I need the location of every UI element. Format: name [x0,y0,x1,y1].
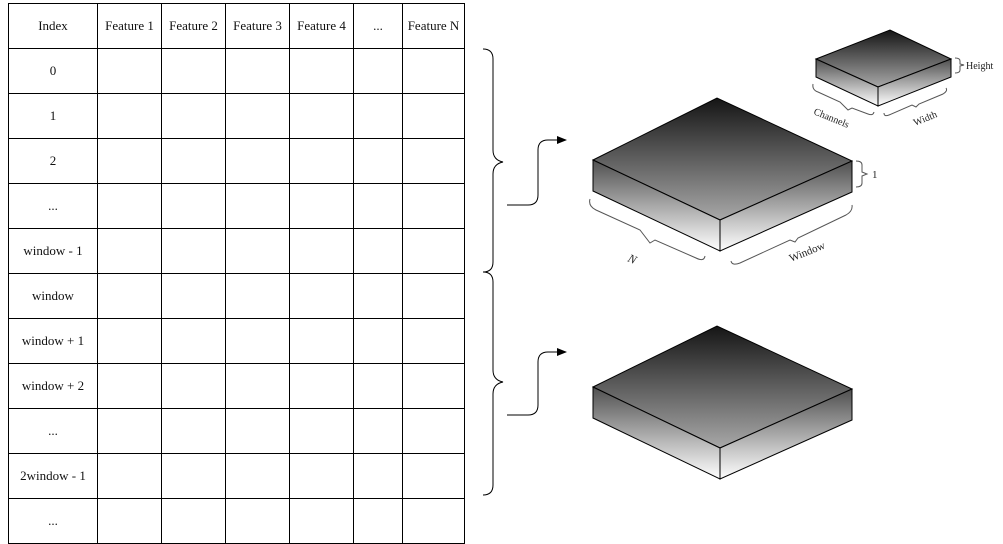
index-cell: 0 [8,48,98,94]
table-row: window + 2 [8,363,465,409]
table-row: 1 [8,93,465,139]
feature-cell [402,93,465,139]
feature-cell [225,318,290,364]
feature-cell [289,498,354,544]
feature-cell [161,273,226,319]
feature-cell [353,183,403,229]
feature-cell [289,183,354,229]
feature-cell [225,183,290,229]
feature-cell [97,498,162,544]
feature-cell [353,498,403,544]
feature-cell [97,138,162,184]
channels-label: Channels [812,107,851,131]
feature-cell [289,363,354,409]
brace-window-2 [482,271,504,496]
feature-cell [161,363,226,409]
table-row: window - 1 [8,228,465,274]
table-row: ... [8,498,465,544]
n-label: N [625,251,640,268]
index-cell: ... [8,498,98,544]
feature-cell [289,408,354,454]
feature-cell [402,363,465,409]
feature-cell [353,363,403,409]
depth-brace [855,160,869,188]
feature-cell [402,408,465,454]
feature-cell [161,93,226,139]
large-block-2 [591,325,854,480]
table-row: ... [8,408,465,454]
feature-cell [161,498,226,544]
feature-cell [402,453,465,499]
table-row: window + 1 [8,318,465,364]
column-header: Feature N [402,3,465,49]
table-row: 2 [8,138,465,184]
feature-cell [289,453,354,499]
n-brace [589,198,706,261]
column-header: Feature 3 [225,3,290,49]
feature-cell [225,273,290,319]
feature-cell [402,498,465,544]
large-block-1 [591,97,854,252]
window-label: Window [788,240,827,265]
feature-cell [402,273,465,319]
feature-cell [225,48,290,94]
feature-cell [402,48,465,94]
feature-cell [225,228,290,274]
height-label: Height [966,61,993,72]
depth-label: 1 [872,169,878,181]
feature-cell [97,453,162,499]
feature-cell [353,273,403,319]
feature-cell [225,498,290,544]
feature-cell [353,138,403,184]
width-label: Width [912,109,939,128]
index-cell: window - 1 [8,228,98,274]
height-brace [954,57,965,74]
index-cell: ... [8,183,98,229]
table-row: window [8,273,465,319]
channels-brace [812,83,875,116]
feature-cell [225,363,290,409]
width-brace [883,87,948,117]
small-block [814,29,953,107]
feature-cell [97,408,162,454]
brace-window-1 [482,48,504,273]
column-header: Feature 1 [97,3,162,49]
feature-cell [225,93,290,139]
arrow-to-block-2 [507,348,567,416]
index-cell: window + 1 [8,318,98,364]
column-header: Index [8,3,98,49]
feature-cell [402,228,465,274]
arrow-to-block-1 [507,136,567,206]
table-row: ... [8,183,465,229]
feature-cell [353,408,403,454]
feature-cell [161,453,226,499]
feature-cell [161,318,226,364]
feature-cell [289,138,354,184]
window-brace [730,204,853,265]
feature-cell [353,93,403,139]
